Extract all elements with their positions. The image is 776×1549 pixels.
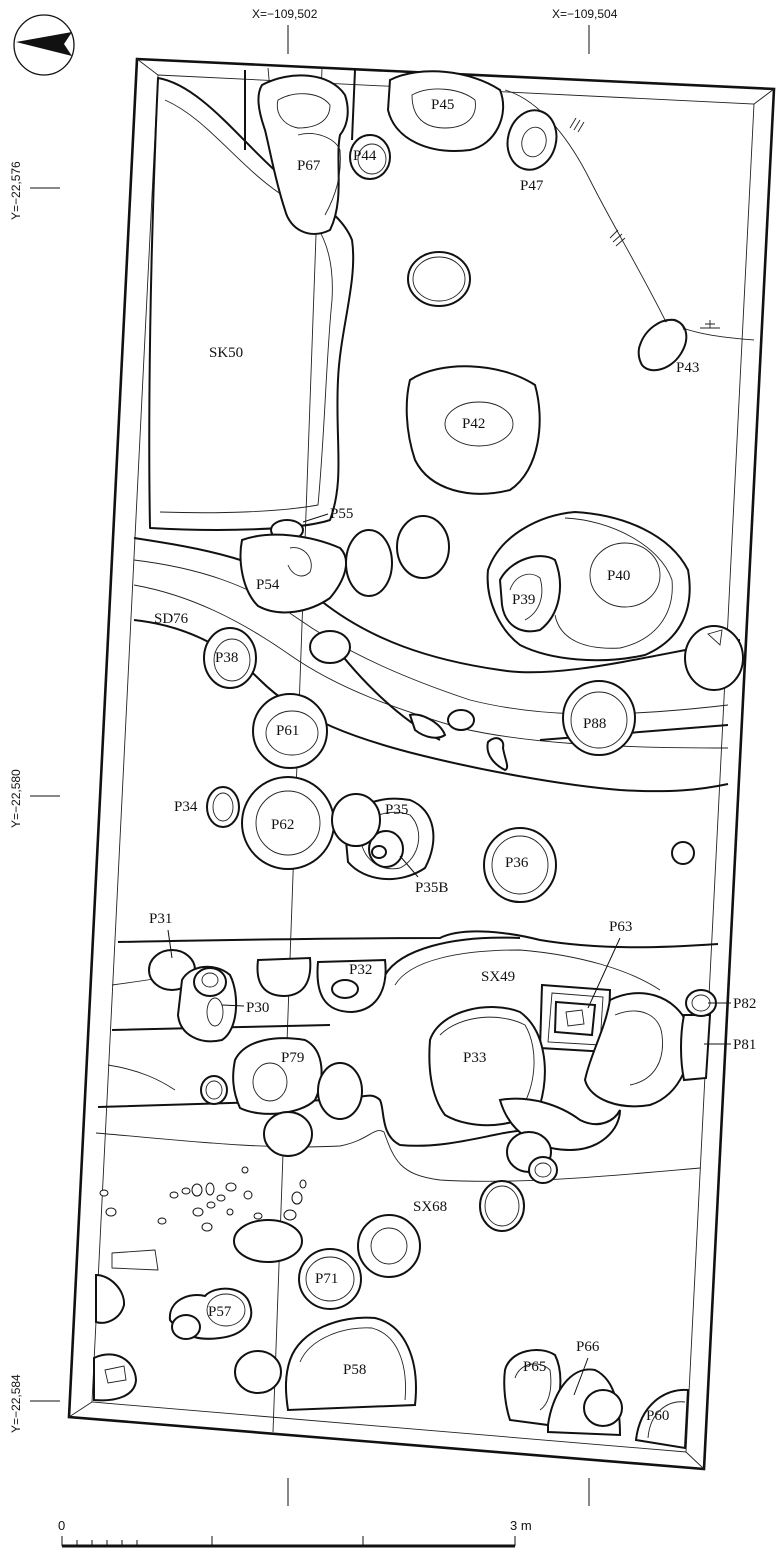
pit-p71 — [298, 1248, 362, 1310]
pit-p67 — [257, 74, 349, 235]
pit-small-sd76-2 — [447, 709, 475, 731]
label-p36: P36 — [505, 855, 529, 871]
pit-p88 — [562, 680, 636, 756]
label-p30: P30 — [246, 1000, 269, 1016]
pit-left-edge-2 — [93, 1353, 138, 1402]
coord-x-right: X=−109,504 — [552, 7, 618, 21]
pit-small-sd76-1 — [408, 713, 447, 739]
pit-p42 — [405, 365, 541, 495]
pit-p54 — [239, 533, 348, 614]
pit-p43 — [637, 318, 688, 372]
scale-start: 0 — [58, 1518, 65, 1533]
label-p42: P42 — [462, 416, 485, 432]
pit-p32 — [316, 958, 387, 1014]
scale-end: 3 m — [510, 1518, 532, 1533]
pit-p44 — [349, 134, 391, 180]
pit-p39 — [498, 555, 561, 633]
label-p79: P79 — [281, 1050, 304, 1066]
pit-small-left — [200, 1075, 228, 1105]
label-p35: P35 — [385, 802, 408, 818]
label-p66: P66 — [576, 1339, 600, 1355]
label-sx49: SX49 — [481, 969, 515, 985]
label-p44: P44 — [353, 148, 377, 164]
label-p57: P57 — [208, 1304, 232, 1320]
label-sx68: SX68 — [413, 1199, 447, 1215]
label-p82: P82 — [733, 996, 756, 1012]
pit-unnamed-mid — [396, 515, 450, 579]
feature-sd76 — [133, 537, 741, 674]
label-p55: P55 — [330, 506, 353, 522]
label-p39: P39 — [512, 592, 535, 608]
pit-p54b — [345, 529, 393, 597]
label-p40: P40 — [607, 568, 630, 584]
stone-scatter — [99, 1166, 307, 1232]
pit-p66 — [547, 1368, 623, 1437]
pit-small-sd76-3 — [486, 737, 509, 772]
pit-p58 — [284, 1316, 417, 1412]
pit-unnamed-bottom-2 — [506, 1131, 558, 1184]
label-p60: P60 — [646, 1408, 669, 1424]
pit-sx68-1 — [479, 1180, 525, 1232]
pit-p58-left — [234, 1350, 282, 1394]
pit-p57 — [168, 1287, 253, 1340]
pit-sx49-right — [583, 992, 691, 1108]
pit-sx68-2 — [357, 1214, 421, 1278]
label-p47: P47 — [520, 178, 544, 194]
label-p62: P62 — [271, 817, 294, 833]
pit-left-edge-1 — [95, 1273, 126, 1324]
pit-right-edge — [684, 625, 744, 691]
pit-p60 — [634, 1388, 690, 1450]
label-p45: P45 — [431, 97, 454, 113]
scale-bar: 0 3 m — [58, 1518, 532, 1548]
north-arrow-icon — [13, 14, 75, 76]
coord-x-left: X=−109,502 — [252, 7, 318, 21]
label-p65: P65 — [523, 1359, 546, 1375]
label-p43: P43 — [676, 360, 699, 376]
pit-unnamed-top — [407, 251, 471, 307]
label-p88: P88 — [583, 716, 606, 732]
label-sk50: SK50 — [209, 345, 243, 361]
pit-p35-left — [331, 793, 381, 847]
pit-sx68-3 — [233, 1219, 303, 1263]
label-p71: P71 — [315, 1271, 338, 1287]
label-sd76: SD76 — [154, 611, 189, 627]
label-p34: P34 — [174, 799, 198, 815]
pit-p38 — [203, 627, 257, 689]
pit-p62 — [241, 776, 335, 870]
pit-p81 — [680, 1014, 712, 1082]
feature-sx49 — [117, 930, 719, 949]
coord-y-2: Y=−22,580 — [9, 769, 23, 828]
pit-p45 — [386, 70, 505, 152]
pit-p79b — [317, 1062, 363, 1120]
label-p54: P54 — [256, 577, 280, 593]
pit-small-right — [671, 841, 695, 865]
pit-p61 — [252, 693, 328, 769]
pit-unnamed-sx49-1 — [256, 956, 312, 998]
label-p67: P67 — [297, 158, 321, 174]
label-p33: P33 — [463, 1050, 486, 1066]
label-p81: P81 — [733, 1037, 756, 1053]
label-p63: P63 — [609, 919, 632, 935]
label-p35b: P35B — [415, 880, 448, 896]
coord-y-1: Y=−22,576 — [9, 161, 23, 220]
label-p32: P32 — [349, 962, 372, 978]
label-p61: P61 — [276, 723, 299, 739]
label-p58: P58 — [343, 1362, 366, 1378]
label-p38: P38 — [215, 650, 238, 666]
pit-sd76-small — [309, 630, 351, 664]
pit-p30 — [176, 965, 238, 1043]
pit-p79 — [232, 1037, 323, 1115]
pit-unnamed-bottom-1 — [263, 1111, 313, 1157]
coord-y-3: Y=−22,584 — [9, 1374, 23, 1433]
pit-p36 — [483, 827, 557, 903]
label-p31: P31 — [149, 911, 172, 927]
pit-p47 — [506, 109, 558, 171]
pit-p34 — [206, 786, 240, 828]
